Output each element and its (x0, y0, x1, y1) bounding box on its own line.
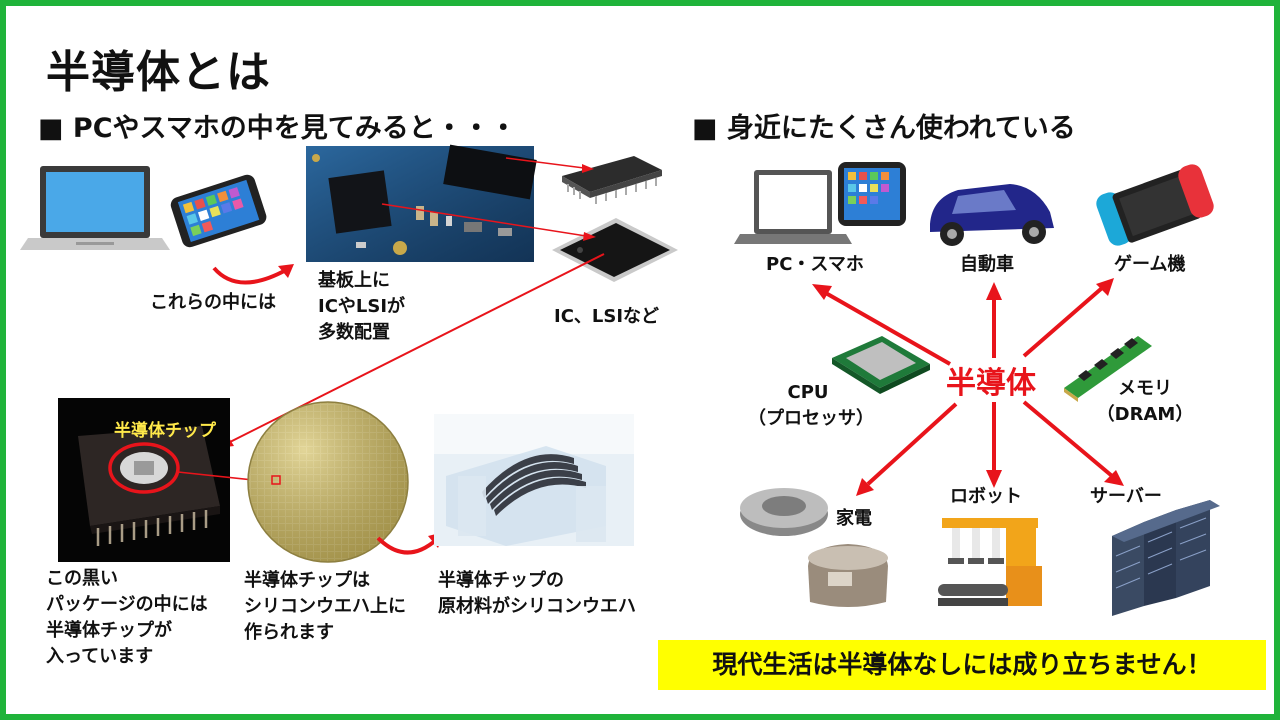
chip-label: 半導体チップ (114, 421, 216, 441)
label-package: この黒い パッケージの中には 半導体チップが 入っています (46, 568, 208, 667)
right-illustrations (734, 162, 1220, 616)
label-inside: これらの中には (150, 292, 276, 313)
left-heading: ■ PCやスマホの中を見てみると・・・ (38, 113, 517, 144)
center-label: 半導体 (946, 366, 1036, 401)
label-material: 半導体チップの 原材料がシリコンウエハ (438, 570, 636, 617)
car-icon (930, 184, 1054, 246)
conclusion-banner: 現代生活は半導体なしには成り立ちません！ (658, 640, 1266, 690)
robot-vacuum-icon (740, 488, 828, 536)
laptop-icon (20, 166, 170, 250)
label-robot: ロボット (950, 486, 1022, 507)
label-board: 基板上に ICやLSIが 多数配置 (318, 270, 406, 343)
label-appliance: 家電 (836, 508, 872, 529)
circuit-board-image (306, 144, 537, 262)
qfp-chip-icon (552, 218, 678, 282)
label-memory: メモリ （DRAM） (1096, 378, 1194, 425)
game-console-icon (1096, 164, 1214, 246)
cpu-icon (832, 336, 930, 394)
label-wafer: 半導体チップは シリコンウエハ上に 作られます (244, 570, 406, 643)
label-car: 自動車 (960, 254, 1014, 275)
robot-arm-icon (938, 518, 1042, 606)
right-heading: ■ 身近にたくさん使われている (692, 113, 1076, 144)
slide: 半導体とは ■ PCやスマホの中を見てみると・・・ ■ 身近にたくさん使われてい… (6, 6, 1274, 714)
left-illustrations (20, 144, 678, 563)
label-ic: IC、LSIなど (554, 306, 660, 327)
laptop-icon (734, 170, 852, 244)
label-game: ゲーム機 (1114, 254, 1186, 275)
wafer-image (247, 401, 409, 563)
page-title: 半導体とは (46, 47, 271, 98)
wafer-stack-image (434, 414, 634, 546)
memory-icon (1064, 336, 1152, 402)
dip-chip-icon (562, 156, 662, 204)
label-cpu: CPU （プロセッサ） (748, 382, 874, 429)
smartphone-icon (170, 174, 267, 248)
label-pc: PC・スマホ (766, 254, 864, 275)
label-server: サーバー (1090, 486, 1162, 507)
smartphone-icon (838, 162, 906, 226)
server-rack-icon (1112, 500, 1220, 616)
rice-cooker-icon (808, 544, 888, 607)
chip-package-image (58, 398, 230, 562)
